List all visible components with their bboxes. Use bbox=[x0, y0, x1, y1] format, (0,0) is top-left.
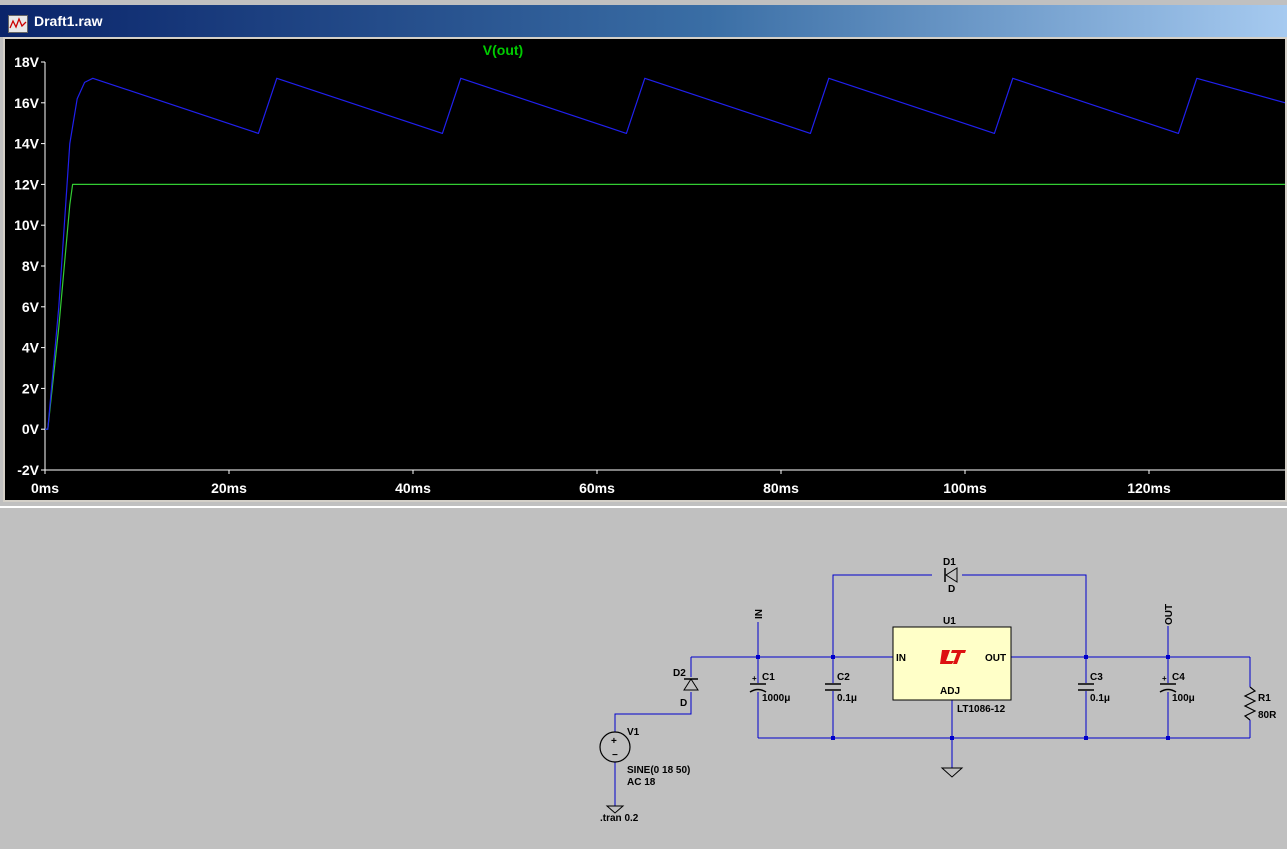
c4-value: 100μ bbox=[1172, 693, 1195, 704]
x-tick-label: 120ms bbox=[1127, 480, 1171, 496]
r1-value: 80R bbox=[1258, 710, 1277, 721]
x-tick-label: 100ms bbox=[943, 480, 987, 496]
d1-ref: D1 bbox=[943, 557, 956, 568]
x-tick-label: 40ms bbox=[395, 480, 431, 496]
c1-ref: C1 bbox=[762, 672, 775, 683]
x-tick-label: 20ms bbox=[211, 480, 247, 496]
waveform-chart[interactable]: V(out) 18V 16V 14V 12V 10V 8V 6V 4V 2V 0V -2V 0ms 2… bbox=[5, 39, 1285, 500]
schematic-canvas[interactable]: IN OUT D1 D D2 D U1 IN OUT AD bbox=[0, 508, 1287, 849]
x-axis-ticks: 0ms 20ms 40ms 60ms 80ms 100ms 120ms bbox=[31, 470, 1171, 496]
v1-ref: V1 bbox=[627, 727, 640, 738]
y-tick-label: 16V bbox=[14, 95, 40, 111]
capacitor-c1[interactable]: + C1 1000μ bbox=[749, 672, 790, 704]
net-flag-out[interactable]: OUT bbox=[1164, 604, 1175, 625]
chart-title-trace-label[interactable]: V(out) bbox=[483, 42, 523, 58]
plot-background bbox=[5, 39, 1285, 500]
schematic-pane[interactable]: IN OUT D1 D D2 D U1 IN OUT AD bbox=[0, 506, 1287, 849]
spice-directive[interactable]: .tran 0.2 bbox=[600, 813, 639, 824]
plot-traces bbox=[45, 77, 1285, 430]
ground-symbol-v1[interactable] bbox=[605, 805, 625, 814]
resistor-r1[interactable]: R1 80R bbox=[1243, 686, 1277, 721]
u1-ref: U1 bbox=[943, 616, 956, 627]
c1-value: 1000μ bbox=[762, 693, 790, 704]
r1-ref: R1 bbox=[1258, 693, 1271, 704]
waveform-icon bbox=[8, 12, 28, 33]
c1-polarity: + bbox=[752, 674, 757, 683]
y-axis-ticks: 18V 16V 14V 12V 10V 8V 6V 4V 2V 0V -2V bbox=[14, 54, 45, 478]
y-tick-label: 10V bbox=[14, 217, 40, 233]
y-tick-label: -2V bbox=[17, 462, 39, 478]
y-tick-label: 12V bbox=[14, 176, 40, 192]
window-title: Draft1.raw bbox=[34, 13, 103, 29]
capacitor-c2[interactable]: C2 0.1μ bbox=[824, 672, 857, 704]
wire-d2-to-v1[interactable] bbox=[614, 692, 692, 732]
diode-d1[interactable]: D1 D bbox=[932, 557, 962, 595]
net-label-in: IN bbox=[754, 609, 765, 619]
voltage-source-v1[interactable]: + − V1 SINE(0 18 50) AC 18 bbox=[599, 727, 690, 788]
capacitor-c4[interactable]: + C4 100μ bbox=[1159, 672, 1195, 704]
v1-plus: + bbox=[611, 736, 617, 747]
capacitor-c3[interactable]: C3 0.1μ bbox=[1077, 672, 1110, 704]
c4-ref: C4 bbox=[1172, 672, 1185, 683]
c2-value: 0.1μ bbox=[837, 693, 857, 704]
c3-value: 0.1μ bbox=[1090, 693, 1110, 704]
y-tick-label: 2V bbox=[22, 380, 40, 396]
u1-pin-in: IN bbox=[896, 653, 906, 664]
diode-d2[interactable]: D2 D bbox=[673, 668, 699, 709]
v1-value: SINE(0 18 50) bbox=[627, 765, 690, 776]
net-label-out: OUT bbox=[1164, 604, 1175, 625]
x-tick-label: 80ms bbox=[763, 480, 799, 496]
y-tick-label: 6V bbox=[22, 299, 40, 315]
plot-axes bbox=[44, 62, 1285, 472]
x-tick-label: 60ms bbox=[579, 480, 615, 496]
x-tick-label: 0ms bbox=[31, 480, 59, 496]
c2-ref: C2 bbox=[837, 672, 850, 683]
regulator-u1[interactable]: U1 IN OUT ADJ LT1086-12 bbox=[892, 616, 1012, 715]
y-tick-label: 8V bbox=[22, 258, 40, 274]
v1-minus: − bbox=[612, 750, 618, 761]
d2-ref: D2 bbox=[673, 668, 686, 679]
y-tick-label: 14V bbox=[14, 136, 40, 152]
c3-ref: C3 bbox=[1090, 672, 1103, 683]
window-titlebar[interactable]: Draft1.raw bbox=[0, 5, 1287, 37]
y-tick-label: 0V bbox=[22, 421, 40, 437]
u1-pin-adj: ADJ bbox=[940, 686, 960, 697]
waveform-viewer-pane[interactable]: V(out) 18V 16V 14V 12V 10V 8V 6V 4V 2V 0V -2V 0ms 2… bbox=[3, 37, 1287, 502]
linear-tech-logo bbox=[940, 650, 966, 664]
u1-part: LT1086-12 bbox=[957, 704, 1006, 715]
d1-value: D bbox=[948, 584, 955, 595]
d2-value: D bbox=[680, 698, 687, 709]
net-flag-in[interactable]: IN bbox=[754, 609, 765, 619]
y-tick-label: 4V bbox=[22, 340, 40, 356]
ground-symbol[interactable] bbox=[940, 767, 964, 778]
series-vin-trace bbox=[45, 77, 1285, 430]
junctions bbox=[756, 655, 1170, 740]
c4-polarity: + bbox=[1162, 674, 1167, 683]
y-tick-label: 18V bbox=[14, 54, 40, 70]
u1-pin-out: OUT bbox=[985, 653, 1006, 664]
v1-ac: AC 18 bbox=[627, 777, 656, 788]
